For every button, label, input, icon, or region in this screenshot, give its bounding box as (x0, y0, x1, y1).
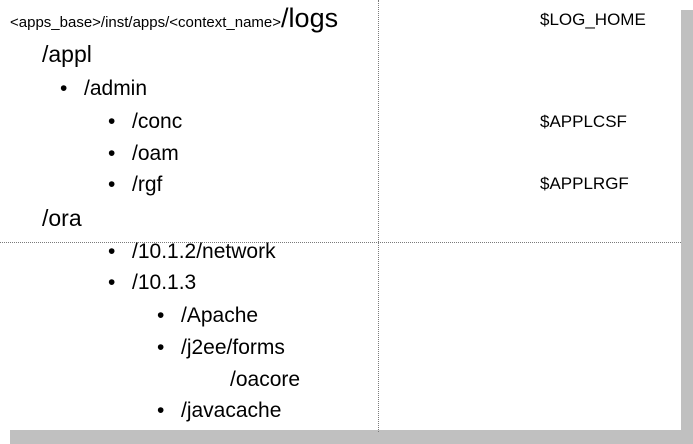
bullet-icon: • (60, 77, 68, 100)
bullet-icon: • (108, 142, 116, 165)
diagram-slide (0, 0, 681, 430)
tree-node-10-1-3: • /10.1.3 (108, 272, 196, 293)
vertical-guide-line (378, 0, 379, 432)
tree-node-label: /conc (132, 110, 183, 133)
tree-node-oam: • /oam (108, 143, 179, 164)
tree-node-label: /rgf (132, 173, 163, 196)
tree-node-conc: • /conc (108, 111, 182, 132)
bullet-icon: • (108, 110, 116, 133)
bullet-icon: • (157, 399, 165, 422)
bullet-icon: • (108, 240, 116, 263)
tree-node-label: /javacache (181, 399, 282, 422)
tree-node-apache: • /Apache (157, 305, 258, 326)
tree-node-label: /Apache (181, 304, 259, 327)
tree-node-label: /10.1.3 (132, 271, 197, 294)
tree-node-label: /10.1.2/network (132, 240, 276, 263)
bullet-icon: • (157, 304, 165, 327)
env-log-home: $LOG_HOME (540, 10, 646, 29)
horizontal-guide-line (0, 242, 681, 243)
tree-node-admin: • /admin (60, 78, 147, 99)
env-applcsf: $APPLCSF (540, 112, 627, 131)
tree-node-label: /admin (84, 77, 148, 100)
tree-node-ora: /ora (42, 205, 82, 231)
bullet-icon: • (157, 336, 165, 359)
bullet-icon: • (108, 173, 116, 196)
env-applrgf: $APPLRGF (540, 174, 629, 193)
logs-path-heading: <apps_base>/inst/apps/<context_name>/log… (10, 5, 338, 32)
heading-path-prefix: <apps_base>/inst/apps/<context_name> (10, 14, 282, 31)
tree-node-label: /j2ee/forms (181, 336, 285, 359)
slide-shadow-bottom (10, 430, 693, 444)
tree-node-appl: /appl (42, 41, 92, 67)
bullet-icon: • (108, 271, 116, 294)
tree-node-javacache: • /javacache (157, 400, 281, 421)
tree-node-label: /oam (132, 142, 179, 165)
slide-shadow-right (681, 10, 693, 444)
tree-node-network: • /10.1.2/network (108, 241, 276, 262)
tree-node-rgf: • /rgf (108, 174, 162, 195)
tree-node-oacore: /oacore (230, 368, 301, 391)
heading-logs: /logs (281, 3, 339, 33)
tree-node-j2ee-forms: • /j2ee/forms (157, 337, 285, 358)
